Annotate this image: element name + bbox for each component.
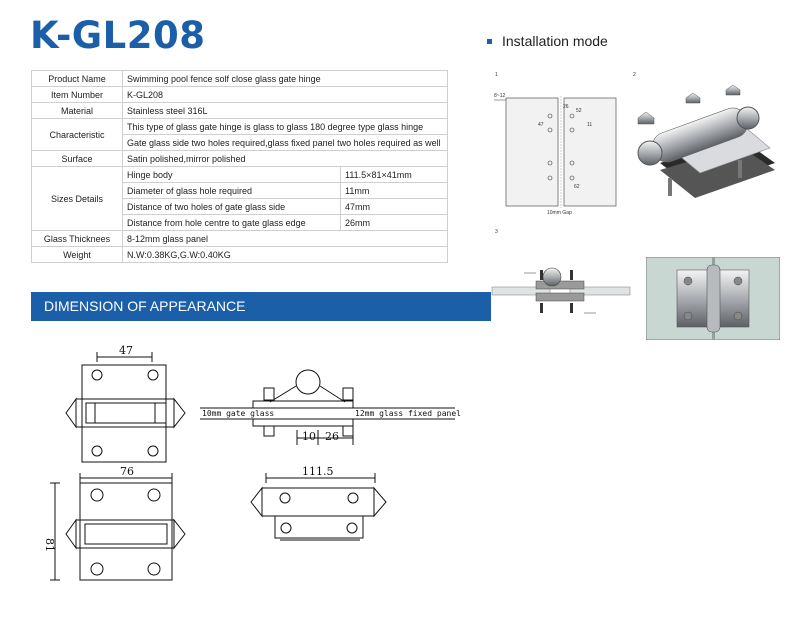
hinge-render-icon	[637, 84, 775, 198]
gate-glass-label: 10mm gate glass	[202, 409, 274, 418]
spec-row-size-hole-diameter: Diameter of glass hole required 11mm	[32, 182, 448, 199]
dimension-banner: DIMENSION OF APPEARANCE	[31, 292, 491, 321]
dim-81-label: 81	[43, 538, 56, 552]
install-figure-holes-diagram: 1 8~12 26 52 47 11 62 10mm Gap	[494, 72, 617, 216]
dim-47-label: 47	[119, 344, 133, 357]
spec-row-product-name: Product Name Swimming pool fence solf cl…	[31, 70, 448, 87]
install-figure-hinge-render: 2	[633, 72, 775, 198]
spec-row-material: Material Stainless steel 316L	[31, 102, 448, 119]
dim-label: 11	[587, 122, 592, 128]
dim-111-label: 111.5	[302, 465, 334, 478]
spec-value: N.W:0.38KG,G.W:0.40KG	[122, 246, 448, 263]
dim-label: 47	[538, 122, 544, 128]
dim-label: 52	[576, 108, 582, 114]
spec-row-size-hinge-body: Sizes Details Hinge body 111.5×81×41mm	[31, 166, 448, 231]
dim-10-label: 10	[302, 430, 316, 443]
spec-label: Sizes Details	[31, 166, 123, 231]
installation-heading-text: Installation mode	[502, 33, 608, 49]
front-view-open	[65, 352, 186, 463]
side-view	[200, 369, 455, 445]
dim-label: 62	[574, 184, 580, 190]
spec-row-surface: Surface Satin polished,mirror polished	[31, 150, 448, 167]
spec-table: Product Name Swimming pool fence solf cl…	[31, 70, 448, 263]
spec-label: Weight	[31, 246, 123, 263]
installation-heading: Installation mode	[487, 33, 608, 49]
figure-number: 1	[495, 72, 498, 78]
fixed-panel-label: 12mm glass fixed panel	[355, 409, 461, 418]
spec-label: Characteristic	[31, 118, 123, 151]
spec-row-weight: Weight N.W:0.38KG,G.W:0.40KG	[31, 246, 448, 263]
install-figure-mounted-photo	[646, 257, 780, 340]
dim-label: 26	[563, 104, 569, 110]
dim-label: 8~12	[494, 93, 505, 99]
figure-number: 3	[495, 229, 498, 235]
figure-number: 2	[633, 72, 636, 78]
dim-26-label: 26	[325, 430, 339, 443]
model-title: K-GL208	[30, 14, 206, 57]
spec-row-size-edge-distance: Distance from hole centre to gate glass …	[32, 214, 448, 231]
bullet-icon	[487, 38, 492, 44]
gap-label: 10mm Gap	[547, 210, 572, 216]
top-view	[250, 473, 387, 541]
spec-row-glass-thickness: Glass Thicknees 8-12mm glass panel	[31, 230, 448, 247]
dim-76-label: 76	[120, 465, 134, 478]
install-figure-side-view: 3	[491, 229, 631, 314]
front-view-closed	[50, 473, 186, 581]
